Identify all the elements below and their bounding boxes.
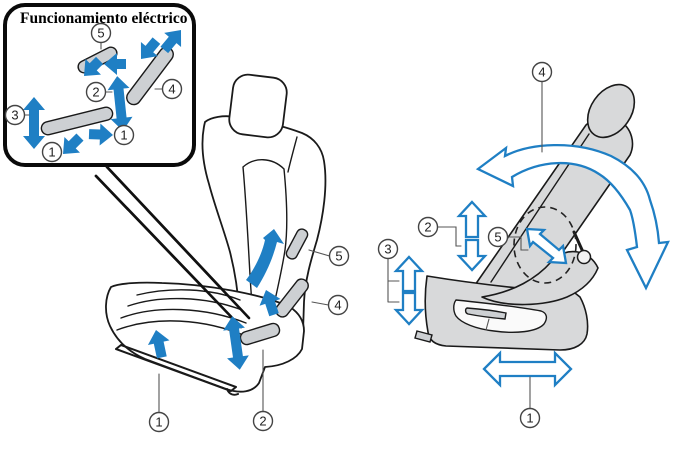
svg-text:1: 1 — [155, 415, 162, 430]
recline-down-arrow-icon — [140, 37, 161, 59]
callout-2-badge: 2 — [85, 81, 107, 103]
tilt-back-arrow-icon — [104, 53, 126, 75]
side-switch-stem — [485, 318, 490, 331]
front-tab-graphic — [414, 330, 433, 343]
svg-text:1: 1 — [48, 145, 55, 160]
recline-up-arrow-icon — [160, 30, 182, 54]
lift-updown-arrow-icon — [107, 76, 133, 131]
svg-text:4: 4 — [538, 65, 545, 80]
side-seat-illustration: 4 2 3 5 1 — [377, 61, 670, 429]
slide-forback-arrow-icon — [482, 350, 573, 388]
svg-text:2: 2 — [259, 414, 266, 429]
tilt-down-arrow-icon — [84, 56, 104, 76]
lumbar-area-dashed-circle — [513, 206, 577, 284]
slide-back-arrow-icon — [63, 133, 84, 154]
switch-updown-arrow-icon — [223, 316, 249, 370]
recline-switch-on-seat — [275, 278, 309, 318]
lumbar-diagonal-arrow-icon — [525, 227, 568, 265]
slide-switch-graphic — [40, 106, 114, 136]
inset-title: Funcionamiento eléctrico — [20, 10, 188, 27]
inset-leader-lines-over-seat — [94, 165, 251, 329]
callout-1-badge: 1 — [519, 407, 541, 429]
tilt-switch-curved-arrow-icon — [246, 229, 284, 288]
cushion-lift-arrow-icon — [147, 330, 170, 359]
front-seat-illustration: 5 4 2 1 — [94, 73, 350, 433]
lumbar-knob-graphic — [576, 249, 592, 265]
recline-arc-arrow-icon — [475, 143, 670, 291]
svg-text:1: 1 — [526, 411, 533, 426]
svg-text:5: 5 — [494, 230, 501, 245]
cushion-pleat-seams — [116, 289, 249, 338]
recline-switch-up-arrow-icon — [259, 290, 281, 317]
slide-switch-on-seat — [239, 322, 281, 346]
callout-2-badge: 2 — [417, 216, 439, 238]
callout-4-badge: 4 — [531, 61, 553, 83]
side-bolster-graphic — [481, 250, 599, 306]
svg-text:5: 5 — [97, 26, 104, 41]
callout-5-badge: 5 — [487, 226, 509, 248]
tilt-switch-on-seat — [285, 228, 309, 260]
svg-text:3: 3 — [11, 108, 18, 123]
svg-text:4: 4 — [168, 82, 175, 97]
front-height-down-arrow-icon — [393, 291, 425, 326]
callout-5-badge: 5 — [90, 22, 112, 44]
rear-height-down-arrow-icon — [456, 238, 488, 272]
side-headrest-graphic — [586, 83, 636, 139]
seat-back-graphic — [201, 115, 327, 333]
callout-4-badge: 4 — [161, 78, 183, 100]
slide-forward-arrow-icon — [88, 123, 113, 146]
callout-5-badge: 5 — [328, 245, 350, 267]
headrest-graphic — [228, 73, 288, 139]
rear-height-up-arrow-icon — [456, 200, 488, 239]
svg-text:4: 4 — [334, 298, 341, 313]
svg-text:2: 2 — [424, 220, 431, 235]
svg-text:3: 3 — [384, 242, 391, 257]
svg-text:1: 1 — [120, 128, 127, 143]
inset-callout-leaders — [23, 41, 164, 116]
callout-1-badge: 1 — [41, 141, 63, 163]
side-switch-lever-graphic — [464, 307, 507, 320]
seat-rail-graphic — [115, 344, 239, 396]
front-seat-callout-leaders — [158, 249, 331, 414]
front-height-up-arrow-icon — [393, 255, 425, 293]
callout-3-badge: 3 — [4, 104, 26, 126]
side-callout-leaders — [387, 81, 543, 409]
front-height-updown-arrow-icon — [23, 97, 45, 149]
seat-back-seams — [242, 136, 298, 317]
callout-4-badge: 4 — [327, 294, 349, 316]
svg-text:2: 2 — [92, 85, 99, 100]
callout-2-badge: 2 — [252, 410, 274, 432]
callout-1-badge: 1 — [113, 124, 135, 146]
callout-1-badge: 1 — [148, 411, 170, 433]
callout-3-badge: 3 — [377, 238, 399, 260]
svg-text:5: 5 — [335, 249, 342, 264]
